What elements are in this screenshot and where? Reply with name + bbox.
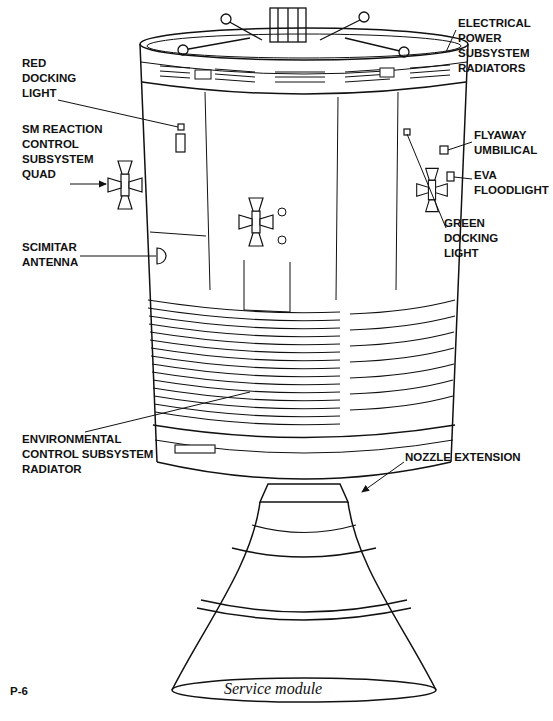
top-deck-structure (221, 14, 231, 24)
cylinder-body (140, 28, 468, 479)
nozzle (172, 502, 260, 690)
fixtures (178, 124, 184, 130)
ecs-radiator (153, 380, 340, 393)
cylinder-body (140, 28, 468, 60)
cylinder-body (205, 92, 398, 300)
ecs-radiator (151, 348, 340, 361)
eps-radiator-panels (275, 72, 325, 82)
ecs-radiator (150, 340, 340, 353)
leader-line (446, 30, 456, 52)
ecs-radiator (175, 445, 215, 453)
fixtures (440, 146, 448, 154)
ecs-radiator (154, 404, 340, 417)
ecs-radiator (154, 396, 340, 409)
part-label: NOZZLE EXTENSION (405, 450, 521, 465)
rcs-quad (239, 198, 273, 246)
ecs-radiator (148, 300, 340, 313)
ecs-radiator (149, 324, 340, 337)
part-label: SCIMITAR ANTENNA (22, 240, 97, 270)
nozzle (252, 525, 356, 533)
ecs-radiator (155, 412, 340, 425)
nozzle (232, 548, 376, 557)
fixtures (447, 172, 454, 181)
ecs-radiator (152, 364, 340, 377)
top-deck-structure (270, 8, 306, 42)
ecs-radiator (148, 308, 340, 321)
nozzle (172, 484, 436, 702)
part-label: FLYAWAY UMBILICAL (474, 128, 546, 158)
eps-radiator-panels (215, 69, 255, 82)
nozzle (260, 484, 348, 502)
cylinder-body (153, 425, 455, 438)
fixtures (157, 248, 166, 264)
cylinder-body (157, 462, 451, 479)
eps-radiator-panels (160, 65, 450, 82)
leader-line (362, 462, 404, 492)
nozzle (348, 502, 436, 690)
fixtures (176, 134, 185, 152)
ecs-radiator (150, 332, 340, 345)
ecs-radiator (153, 388, 340, 401)
part-label: ENVIRONMENTAL CONTROL SUBSYSTEM RADIATOR (22, 432, 157, 477)
leader-line (58, 30, 472, 492)
cylinder-body (142, 82, 466, 94)
leader-line (454, 177, 472, 179)
leader-line (448, 142, 472, 150)
top-deck-structure (178, 8, 409, 57)
part-label: RED DOCKING LIGHT (22, 56, 82, 101)
top-deck-structure (359, 12, 369, 22)
nozzle (172, 678, 436, 702)
leader-line (80, 256, 156, 257)
cylinder-body (147, 34, 461, 58)
part-label: ELECTRICAL POWER SUBSYSTEM RADIATORS (458, 16, 538, 76)
eps-radiator-panels (160, 66, 190, 78)
nozzle (197, 608, 411, 620)
rcs-quad (108, 161, 142, 209)
part-label: EVA FLOODLIGHT (474, 168, 553, 198)
leader-line (70, 184, 106, 185)
eps-radiator-panels (380, 68, 394, 77)
cylinder-body (150, 232, 206, 236)
leader-line (58, 100, 178, 127)
ecs-radiator (149, 316, 340, 329)
fixtures (157, 124, 454, 264)
ecs-radiator (148, 300, 455, 453)
ecs-radiator (151, 356, 340, 369)
rcs-quad (108, 161, 447, 246)
cylinder-body (244, 260, 290, 312)
rcs-quad (278, 208, 286, 216)
figure-caption: Service module (224, 680, 322, 698)
eps-radiator-panels (195, 70, 211, 79)
rcs-quad (417, 168, 448, 211)
leader-line (85, 392, 250, 432)
top-deck-structure (278, 8, 298, 42)
part-label: GREEN DOCKING LIGHT (444, 216, 504, 261)
eps-radiator-panels (410, 65, 450, 78)
leader-line (407, 134, 446, 228)
cylinder-body (140, 44, 157, 462)
rcs-quad (278, 236, 286, 244)
ecs-radiator (152, 372, 340, 385)
nozzle (201, 600, 407, 612)
ecs-radiator (350, 300, 455, 410)
part-label: SM REACTION CONTROL SUBSYSTEM QUAD (22, 122, 114, 182)
page-number: P-6 (10, 684, 28, 699)
